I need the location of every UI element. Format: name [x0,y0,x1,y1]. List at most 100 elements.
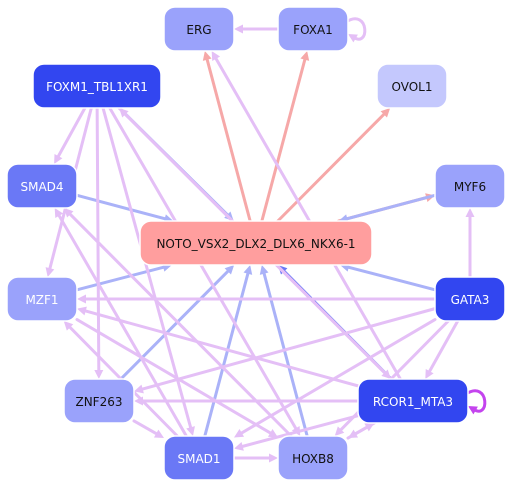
node-erg[interactable]: ERG [163,6,235,52]
self-loop-foxa1-arrowhead [348,34,358,43]
edge-myf6-to-noto-line [343,193,437,221]
edge-hoxb8-to-rcor1-line [346,424,370,440]
self-loop-rcor1-path [465,389,487,413]
edge-rcor1-to-mzf1-arrowhead [77,306,87,316]
edge-foxm1-to-znf263-line [95,106,101,374]
edge-znf263-to-noto-line [119,268,231,381]
node-znf263-label: ZNF263 [75,395,122,409]
node-smad1[interactable]: SMAD1 [163,435,235,481]
edge-foxm1-to-smad1-line [101,106,193,431]
edge-gata3-to-smad1-arrowhead [234,429,245,438]
edge-noto-to-foxa1 [260,51,310,223]
node-znf263-box [63,378,135,424]
edge-smad1-to-smad4-arrowhead [54,208,64,219]
edge-smad1-to-smad4-line [56,212,188,438]
edge-gata3-to-myf6-arrowhead [465,208,475,217]
edge-noto-to-foxa1-arrowhead [300,51,310,61]
edge-gata3-to-smad1 [234,318,437,438]
node-foxa1[interactable]: FOXA1 [277,6,349,52]
node-hoxb8[interactable]: HOXB8 [277,435,349,481]
node-mzf1[interactable]: MZF1 [6,276,78,322]
edge-rcor1-to-smad1-line [239,414,360,449]
node-myf6-label: MYF6 [454,180,486,194]
node-ovol1[interactable]: OVOL1 [376,63,448,109]
edge-mzf1-to-hoxb8 [75,318,278,438]
self-loop-rcor1 [465,389,487,415]
node-smad4[interactable]: SMAD4 [6,163,78,209]
node-rcor1-box [357,378,469,424]
node-noto[interactable]: NOTO_VSX2_DLX2_DLX6_NKX6-1 [139,220,373,266]
node-gata3-label: GATA3 [451,293,490,307]
edge-hoxb8-to-smad4 [63,208,293,438]
edge-rcor1-to-erg-arrowhead [211,51,221,62]
node-hoxb8-box [277,435,349,481]
edge-gata3-to-noto [340,262,437,292]
edge-hoxb8-to-rcor1 [346,423,375,440]
edge-noto-to-ovol1-line [276,111,387,223]
node-mzf1-box [6,276,78,322]
node-foxa1-label: FOXA1 [293,23,333,37]
edge-noto-to-erg-arrowhead [202,51,212,61]
edge-znf263-to-smad1-line [132,419,160,437]
edge-gata3-to-rcor1 [425,319,460,379]
edge-foxm1-to-mzf1-arrowhead [45,267,55,277]
node-smad1-box [163,435,235,481]
edge-smad1-to-hoxb8-arrowhead [269,453,278,463]
edge-gata3-to-mzf1-arrowhead [77,294,86,304]
node-foxm1-box [32,63,162,109]
node-ovol1-box [376,63,448,109]
edge-smad1-to-hoxb8 [232,453,278,463]
edge-gata3-to-znf263 [134,307,437,394]
edge-smad4-to-noto [75,193,174,224]
node-mzf1-label: MZF1 [25,293,58,307]
node-rcor1-label: RCOR1_MTA3 [373,395,453,409]
edge-noto-to-foxa1-line [260,56,307,223]
edges-layer [45,17,487,463]
edge-gata3-to-smad1-line [238,318,437,436]
edge-hoxb8-to-noto-arrowhead [259,265,269,275]
edge-foxa1-to-erg [234,24,280,34]
node-gata3[interactable]: GATA3 [434,276,506,322]
edge-gata3-to-znf263-arrowhead [134,384,144,394]
edge-smad1-to-smad4 [54,208,188,438]
node-hoxb8-label: HOXB8 [292,452,334,466]
edge-foxm1-to-smad1 [101,106,195,436]
node-smad4-box [6,163,78,209]
edge-rcor1-to-erg-line [213,55,402,381]
node-ovol1-label: OVOL1 [392,80,433,94]
edge-rcor1-to-smad1-arrowhead [234,442,244,451]
edge-noto-to-erg [202,51,252,223]
edge-rcor1-to-mzf1 [77,306,360,388]
edge-hoxb8-to-smad4-arrowhead [63,208,74,218]
node-rcor1[interactable]: RCOR1_MTA3 [357,378,469,424]
edge-rcor1-to-foxm1-arrowhead [119,108,129,118]
edge-foxm1-to-smad4 [54,106,87,164]
node-myf6-box [434,163,506,209]
edge-foxm1-to-smad4-line [55,106,87,160]
node-foxm1-label: FOXM1_TBL1XR1 [46,80,148,94]
self-loop-foxa1-path [345,17,367,41]
edge-smad1-to-noto-arrowhead [243,265,253,275]
node-noto-box [139,220,373,266]
edge-foxm1-to-znf263-arrowhead [94,369,104,379]
self-loop-foxa1 [345,17,367,43]
node-erg-box [163,6,235,52]
edge-znf263-to-noto-arrowhead [224,265,235,275]
edge-gata3-to-hoxb8-arrowhead [334,426,345,436]
edge-mzf1-to-noto-line [75,265,167,292]
edge-noto-to-ovol1-arrowhead [380,108,391,118]
node-smad4-label: SMAD4 [20,180,63,194]
node-erg-label: ERG [186,23,211,37]
node-gata3-box [434,276,506,322]
node-foxm1[interactable]: FOXM1_TBL1XR1 [32,63,162,109]
edge-hoxb8-to-smad4-line [67,211,293,438]
edge-gata3-to-myf6 [465,208,475,279]
edge-znf263-to-smad1-arrowhead [153,429,164,439]
node-myf6[interactable]: MYF6 [434,163,506,209]
edge-znf263-to-smad1 [132,419,164,439]
edge-hoxb8-to-rcor1-arrowhead [364,423,375,432]
edge-foxm1-to-smad1-arrowhead [186,426,195,436]
node-znf263[interactable]: ZNF263 [63,378,135,424]
edge-myf6-to-noto [338,193,437,224]
